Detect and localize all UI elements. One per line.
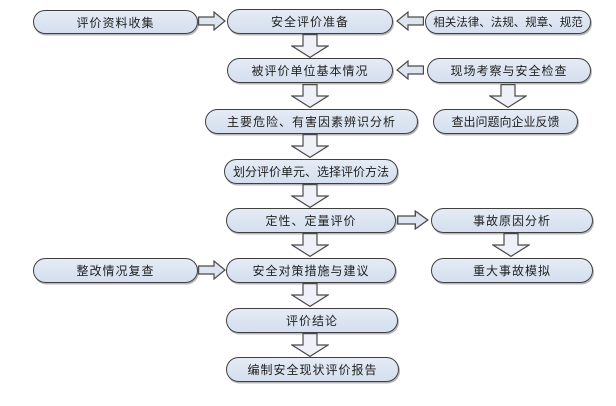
left-arrow-site-inspection-to-unit-basic-info-icon — [396, 60, 424, 80]
left-arrow-laws-to-preparation-icon — [396, 11, 424, 31]
right-arrow-rectification-review-to-countermeasures-icon — [198, 260, 226, 280]
down-arrow-cause-analysis-to-accident-simulation-icon — [492, 233, 530, 257]
right-arrow-data-collection-to-preparation-icon — [198, 11, 226, 31]
flow-node-eval-data-collection: 评价资料收集 — [33, 10, 198, 34]
flow-node-unit-division-method-selection: 划分评价单元、选择评价方法 — [224, 159, 398, 184]
right-arrow-qualitative-eval-to-cause-analysis-icon — [397, 210, 429, 230]
flow-node-accident-cause-analysis: 事故原因分析 — [431, 208, 593, 233]
flow-node-rectification-review: 整改情况复查 — [33, 258, 198, 283]
down-arrow-preparation-to-unit-basic-info-icon — [291, 34, 329, 58]
down-arrow-hazard-identification-to-unit-division-icon — [291, 134, 329, 158]
flow-node-major-accident-simulation: 重大事故模拟 — [431, 258, 593, 283]
flow-node-laws-regulations: 相关法律、法规、规章、规范 — [425, 10, 591, 34]
flow-node-safety-countermeasures: 安全对策措施与建议 — [226, 258, 396, 283]
flow-node-report-compilation: 编制安全现状评价报告 — [226, 357, 399, 382]
flow-node-safety-eval-preparation: 安全评价准备 — [227, 9, 393, 34]
flow-node-site-inspection: 现场考察与安全检查 — [427, 58, 591, 83]
flow-node-problem-feedback: 查出问题向企业反馈 — [433, 109, 578, 134]
flow-node-eval-conclusion: 评价结论 — [226, 308, 398, 333]
down-arrow-countermeasures-to-conclusion-icon — [291, 283, 329, 307]
down-arrow-unit-basic-info-to-hazard-identification-icon — [291, 84, 329, 108]
down-arrow-qualitative-eval-to-countermeasures-icon — [291, 233, 329, 257]
down-arrow-conclusion-to-report-icon — [291, 333, 329, 357]
flow-node-unit-basic-info: 被评价单位基本情况 — [227, 58, 393, 83]
down-arrow-site-inspection-to-problem-feedback-icon — [489, 84, 527, 108]
flow-node-qualitative-quantitative-eval: 定性、定量评价 — [226, 208, 396, 233]
down-arrow-unit-division-to-qualitative-eval-icon — [291, 184, 329, 208]
flow-node-hazard-identification: 主要危险、有害因素辨识分析 — [205, 109, 418, 134]
